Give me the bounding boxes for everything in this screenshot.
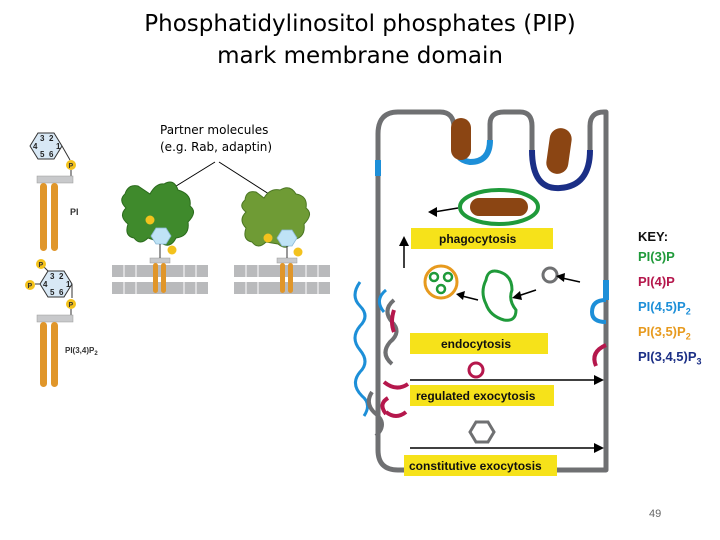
early-endosome: [481, 269, 518, 322]
membrane-bilayer-left: [112, 265, 208, 294]
key-item-label: PI(3,4,5)P: [638, 348, 697, 364]
ring-top-num-1: 1: [56, 142, 61, 151]
organelle-pi4p-domain: [390, 309, 396, 333]
slide-title: Phosphatidylinositol phosphates (PIP) ma…: [0, 8, 720, 72]
engulfed-bacterium: [470, 198, 528, 216]
headgroup-left: [145, 215, 177, 258]
partner-label-line-2: (e.g. Rab, adaptin): [160, 140, 273, 154]
phosphate-top-label: P: [69, 163, 74, 170]
organelle-pi4p-domain-3: [384, 410, 408, 418]
pm-pi345p3-domain: [529, 149, 593, 192]
title-line-2: mark membrane domain: [217, 43, 503, 69]
bacterium-top-right: [546, 128, 572, 174]
label-constitutive-exocytosis-text: constitutive exocytosis: [409, 459, 542, 473]
lipid-tail-4: [51, 322, 58, 387]
key-item-label: PI(4,5)P: [638, 298, 686, 314]
label-regulated-exocytosis: regulated exocytosis: [410, 385, 554, 406]
ring-top-num-4: 4: [33, 142, 38, 151]
partner-molecule-right: [241, 187, 310, 248]
constitutive-vesicle: [468, 420, 496, 444]
phosphate-4-label: P: [28, 283, 33, 290]
partner-molecules-label: Partner molecules (e.g. Rab, adaptin): [160, 122, 290, 156]
phosphate-3-label: P: [39, 262, 44, 269]
phagosome-membrane: [458, 188, 540, 226]
phosphate-top: [66, 160, 76, 170]
key-item-subscript: 2: [685, 331, 691, 342]
key-item: PI(4)P: [638, 272, 702, 297]
pi34p2-molecule: 3 2 4 1 5 6 P P P PI(3,4)P2: [25, 259, 98, 387]
lipid-tail-3: [40, 322, 47, 387]
partner-molecule-left: [121, 181, 194, 246]
label-regulated-exocytosis-text: regulated exocytosis: [416, 389, 536, 403]
endocytosis-bud: [589, 298, 607, 324]
organelle-stack: [383, 298, 399, 366]
er-golgi-membrane: [353, 281, 369, 417]
ring-bottom-num-6: 6: [59, 288, 64, 297]
key-title: KEY:: [638, 229, 669, 244]
ring-bottom-num-2: 2: [59, 272, 64, 281]
ring-bottom-num-4: 4: [43, 280, 48, 289]
embedded-lipid-left: [149, 257, 171, 293]
headgroup-right: [263, 229, 303, 258]
organelle-pi4p-domain-2: [382, 380, 410, 390]
ring-top-num-3: 3: [40, 134, 45, 143]
phosphate-4: [25, 280, 35, 290]
key-item-subscript: 3: [696, 356, 702, 367]
endocytic-vesicle: [541, 266, 559, 284]
label-constitutive-exocytosis: constitutive exocytosis: [404, 455, 557, 476]
glycerol-bar-bottom: [36, 314, 74, 323]
ring-top-num-5: 5: [40, 150, 45, 159]
secretory-granule: [467, 361, 485, 379]
lipid-tail-2: [51, 183, 58, 251]
key-item: PI(4,5)P2: [638, 297, 702, 322]
ring-top-num-2: 2: [49, 134, 54, 143]
key-item: PI(3)P: [638, 247, 702, 272]
glycerol-bar-top: [36, 175, 74, 184]
phosphate-link: [66, 299, 76, 309]
key-item: PI(3,5)P2: [638, 322, 702, 347]
pi34p2-label: PI(3,4)P2: [65, 346, 98, 357]
label-phagocytosis: phagocytosis: [411, 228, 553, 249]
key-item-label: PI(3,5)P: [638, 323, 686, 339]
lipid-tail-1: [40, 183, 47, 251]
ring-bottom-num-3: 3: [50, 272, 55, 281]
key-item-subscript: 2: [685, 306, 691, 317]
key-item-label: PI(4)P: [638, 273, 675, 289]
regulated-pi4p-domain: [380, 396, 390, 416]
endocytosis-pi4p-domain: [592, 343, 607, 367]
phosphate-link-label: P: [69, 302, 74, 309]
label-endocytosis: endocytosis: [410, 333, 548, 354]
plasma-membrane: [375, 109, 609, 473]
title-line-1: Phosphatidylinositol phosphates (PIP): [144, 11, 576, 37]
ring-top-num-6: 6: [49, 150, 54, 159]
pi-molecule: 3 2 4 1 5 6 P PI: [29, 132, 79, 251]
multivesicular-body: [423, 264, 459, 300]
ring-bottom-num-5: 5: [50, 288, 55, 297]
pi-label: PI: [70, 207, 79, 217]
organelle-stack-2: [378, 288, 388, 313]
partner-label-line-1: Partner molecules: [160, 123, 269, 137]
bacterium-top-left: [451, 118, 471, 160]
ring-bottom-num-1: 1: [66, 280, 71, 289]
organelle-lower: [366, 390, 384, 438]
key-item-label: PI(3)P: [638, 248, 675, 264]
label-phagocytosis-text: phagocytosis: [439, 232, 517, 246]
label-endocytosis-text: endocytosis: [441, 337, 511, 351]
slide-number: 49: [649, 508, 662, 520]
key-item: PI(3,4,5)P3: [638, 347, 702, 372]
phosphate-3: [36, 259, 46, 269]
